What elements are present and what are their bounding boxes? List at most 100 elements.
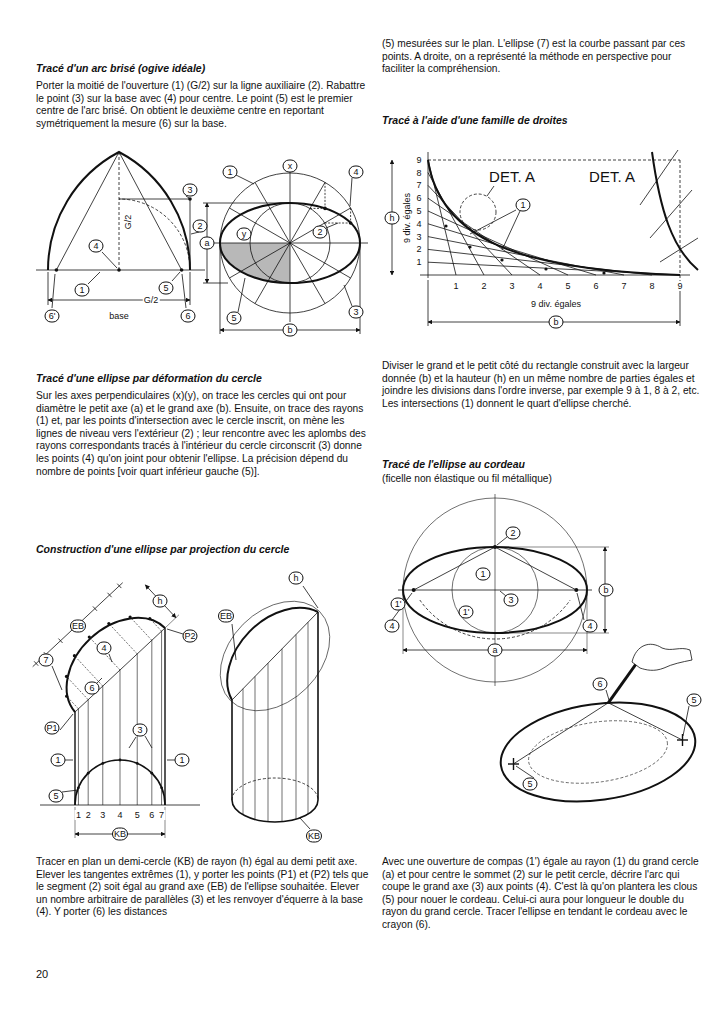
drawing-line bbox=[232, 612, 318, 700]
drawing-line bbox=[243, 689, 244, 815]
body-text: Diviser le grand et le petit côté du rec… bbox=[382, 360, 700, 410]
drawing-line bbox=[190, 199, 191, 270]
callout-number: 6 bbox=[181, 310, 196, 323]
dimension-label: 9 bbox=[415, 155, 422, 165]
dimension-label: 9 div. égales bbox=[402, 192, 412, 244]
callout-number: 7 bbox=[39, 654, 54, 667]
drawing-line bbox=[326, 223, 338, 228]
callout-number: 2 bbox=[313, 226, 328, 239]
section-heading: Tracé d'un arc brisé (ogive idéale) bbox=[36, 62, 205, 74]
dimension-label: G/2 bbox=[143, 295, 160, 305]
drawing-g bbox=[33, 583, 200, 838]
drawing-line bbox=[164, 628, 165, 805]
drawing-line bbox=[268, 663, 269, 822]
drawing-line bbox=[67, 696, 79, 709]
dimension-label: 8 bbox=[415, 168, 422, 178]
dimension-label: 1 bbox=[75, 810, 82, 820]
drawing-line bbox=[48, 272, 49, 305]
drawing-line bbox=[60, 714, 73, 730]
dimension-label: 2 bbox=[415, 244, 422, 254]
drawing-line bbox=[52, 274, 55, 308]
drawing-circle bbox=[160, 786, 163, 789]
section-heading: Tracé à l'aide d'une famille de droites bbox=[382, 114, 568, 126]
drawing-line bbox=[88, 272, 100, 284]
dimension-label: G/2 bbox=[123, 214, 133, 231]
drawing-line bbox=[606, 690, 609, 700]
callout-number: KB bbox=[112, 828, 128, 841]
drawing-line bbox=[317, 612, 319, 800]
drawing-circle bbox=[73, 654, 76, 657]
dimension-label: 9 div. égales bbox=[530, 299, 582, 309]
section-heading: Tracé d'une ellipse par déformation du c… bbox=[36, 372, 262, 384]
drawing-line bbox=[88, 700, 89, 805]
drawing-line bbox=[52, 666, 62, 690]
drawing-line bbox=[119, 152, 182, 270]
drawing-line bbox=[516, 766, 534, 778]
drawing-line bbox=[303, 586, 318, 608]
callout-number: 1' bbox=[459, 606, 474, 619]
drawing-line bbox=[78, 709, 79, 805]
drawing-line bbox=[608, 703, 682, 740]
drawing-circle bbox=[468, 245, 471, 248]
drawing-circle bbox=[460, 194, 496, 230]
drawing-line bbox=[497, 537, 507, 545]
drawing-path bbox=[227, 608, 318, 700]
drawing-line bbox=[229, 208, 350, 278]
callout-number: 3 bbox=[504, 594, 519, 607]
drawing-line bbox=[119, 199, 190, 200]
drawing-line bbox=[344, 285, 352, 306]
drawing-circle bbox=[107, 622, 110, 625]
drawing-g bbox=[55, 197, 192, 272]
drawing-g bbox=[33, 150, 702, 838]
drawing-line bbox=[428, 152, 429, 278]
detail-label: DET. A bbox=[487, 168, 537, 185]
drawing-line bbox=[161, 631, 162, 805]
drawing-g bbox=[412, 545, 579, 592]
callout-number: 2 bbox=[193, 220, 208, 233]
drawing-line bbox=[74, 712, 75, 805]
drawing-path bbox=[48, 152, 190, 270]
drawing-line bbox=[360, 245, 361, 334]
callout-number: EB bbox=[70, 620, 86, 633]
drawing-circle bbox=[349, 221, 353, 225]
drawing-line bbox=[495, 547, 609, 548]
callout-number: 4 bbox=[89, 240, 104, 253]
section-heading: Tracé de l'ellipse au cordeau bbox=[382, 458, 525, 470]
drawing-circle bbox=[602, 271, 605, 274]
callout-number: EB bbox=[218, 610, 234, 623]
drawing-g bbox=[323, 207, 352, 225]
drawing-line bbox=[514, 703, 609, 764]
drawing-circle bbox=[150, 772, 153, 775]
drawing-line bbox=[107, 593, 111, 597]
drawing-line bbox=[577, 593, 584, 620]
drawing-line bbox=[487, 186, 494, 196]
drawing-circle bbox=[129, 615, 132, 618]
drawing-line bbox=[495, 547, 576, 590]
callout-number: 4 bbox=[349, 166, 364, 179]
drawing-line bbox=[495, 494, 496, 686]
drawing-path bbox=[232, 778, 318, 800]
drawing-line bbox=[203, 283, 228, 284]
callout-number: 4 bbox=[97, 642, 112, 655]
drawing-circle bbox=[574, 588, 578, 592]
drawing-circle bbox=[119, 759, 122, 762]
drawing-line bbox=[34, 661, 38, 665]
drawing-path bbox=[652, 152, 698, 270]
drawing-circle bbox=[544, 267, 547, 270]
dimension-label: 4 bbox=[116, 810, 123, 820]
callout-number: 4 bbox=[583, 620, 598, 633]
drawing-line bbox=[650, 190, 692, 238]
drawing-path bbox=[428, 160, 680, 275]
drawing-line bbox=[502, 211, 520, 250]
dimension-label: 6 bbox=[415, 193, 422, 203]
dimension-label: 3 bbox=[415, 232, 422, 242]
drawing-line bbox=[93, 606, 97, 610]
callout-number: 1 bbox=[516, 199, 531, 212]
drawing-line bbox=[325, 182, 326, 208]
drawing-path bbox=[119, 199, 190, 270]
callout-number: h bbox=[289, 572, 304, 585]
drawing-circle bbox=[55, 268, 59, 272]
callout-number: y bbox=[237, 228, 252, 241]
callout-number: b bbox=[549, 316, 564, 329]
